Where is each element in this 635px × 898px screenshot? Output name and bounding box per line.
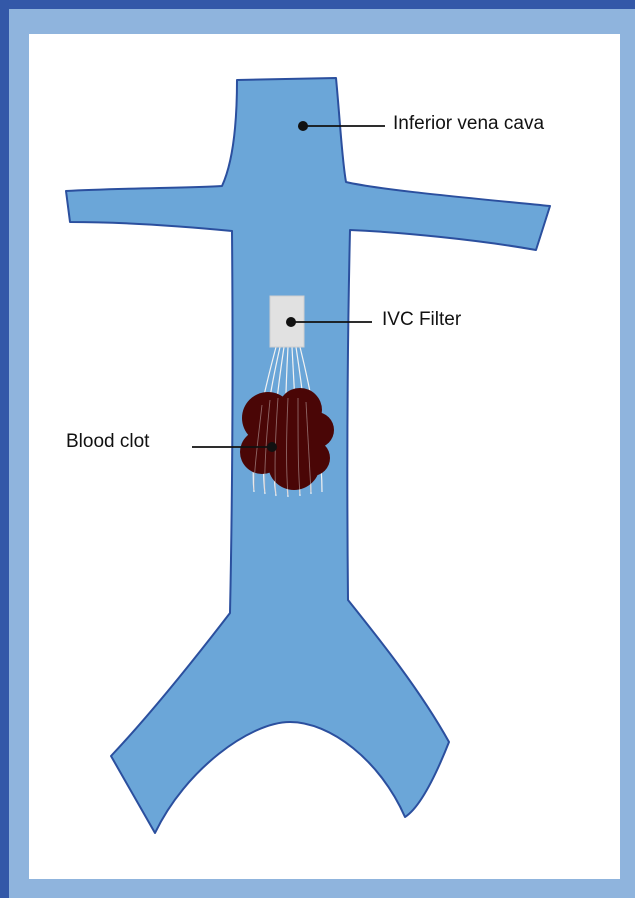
label-blood-clot: Blood clot — [66, 432, 149, 451]
label-ivc-filter: IVC Filter — [382, 310, 461, 329]
label-inferior-vena-cava: Inferior vena cava — [393, 114, 544, 133]
